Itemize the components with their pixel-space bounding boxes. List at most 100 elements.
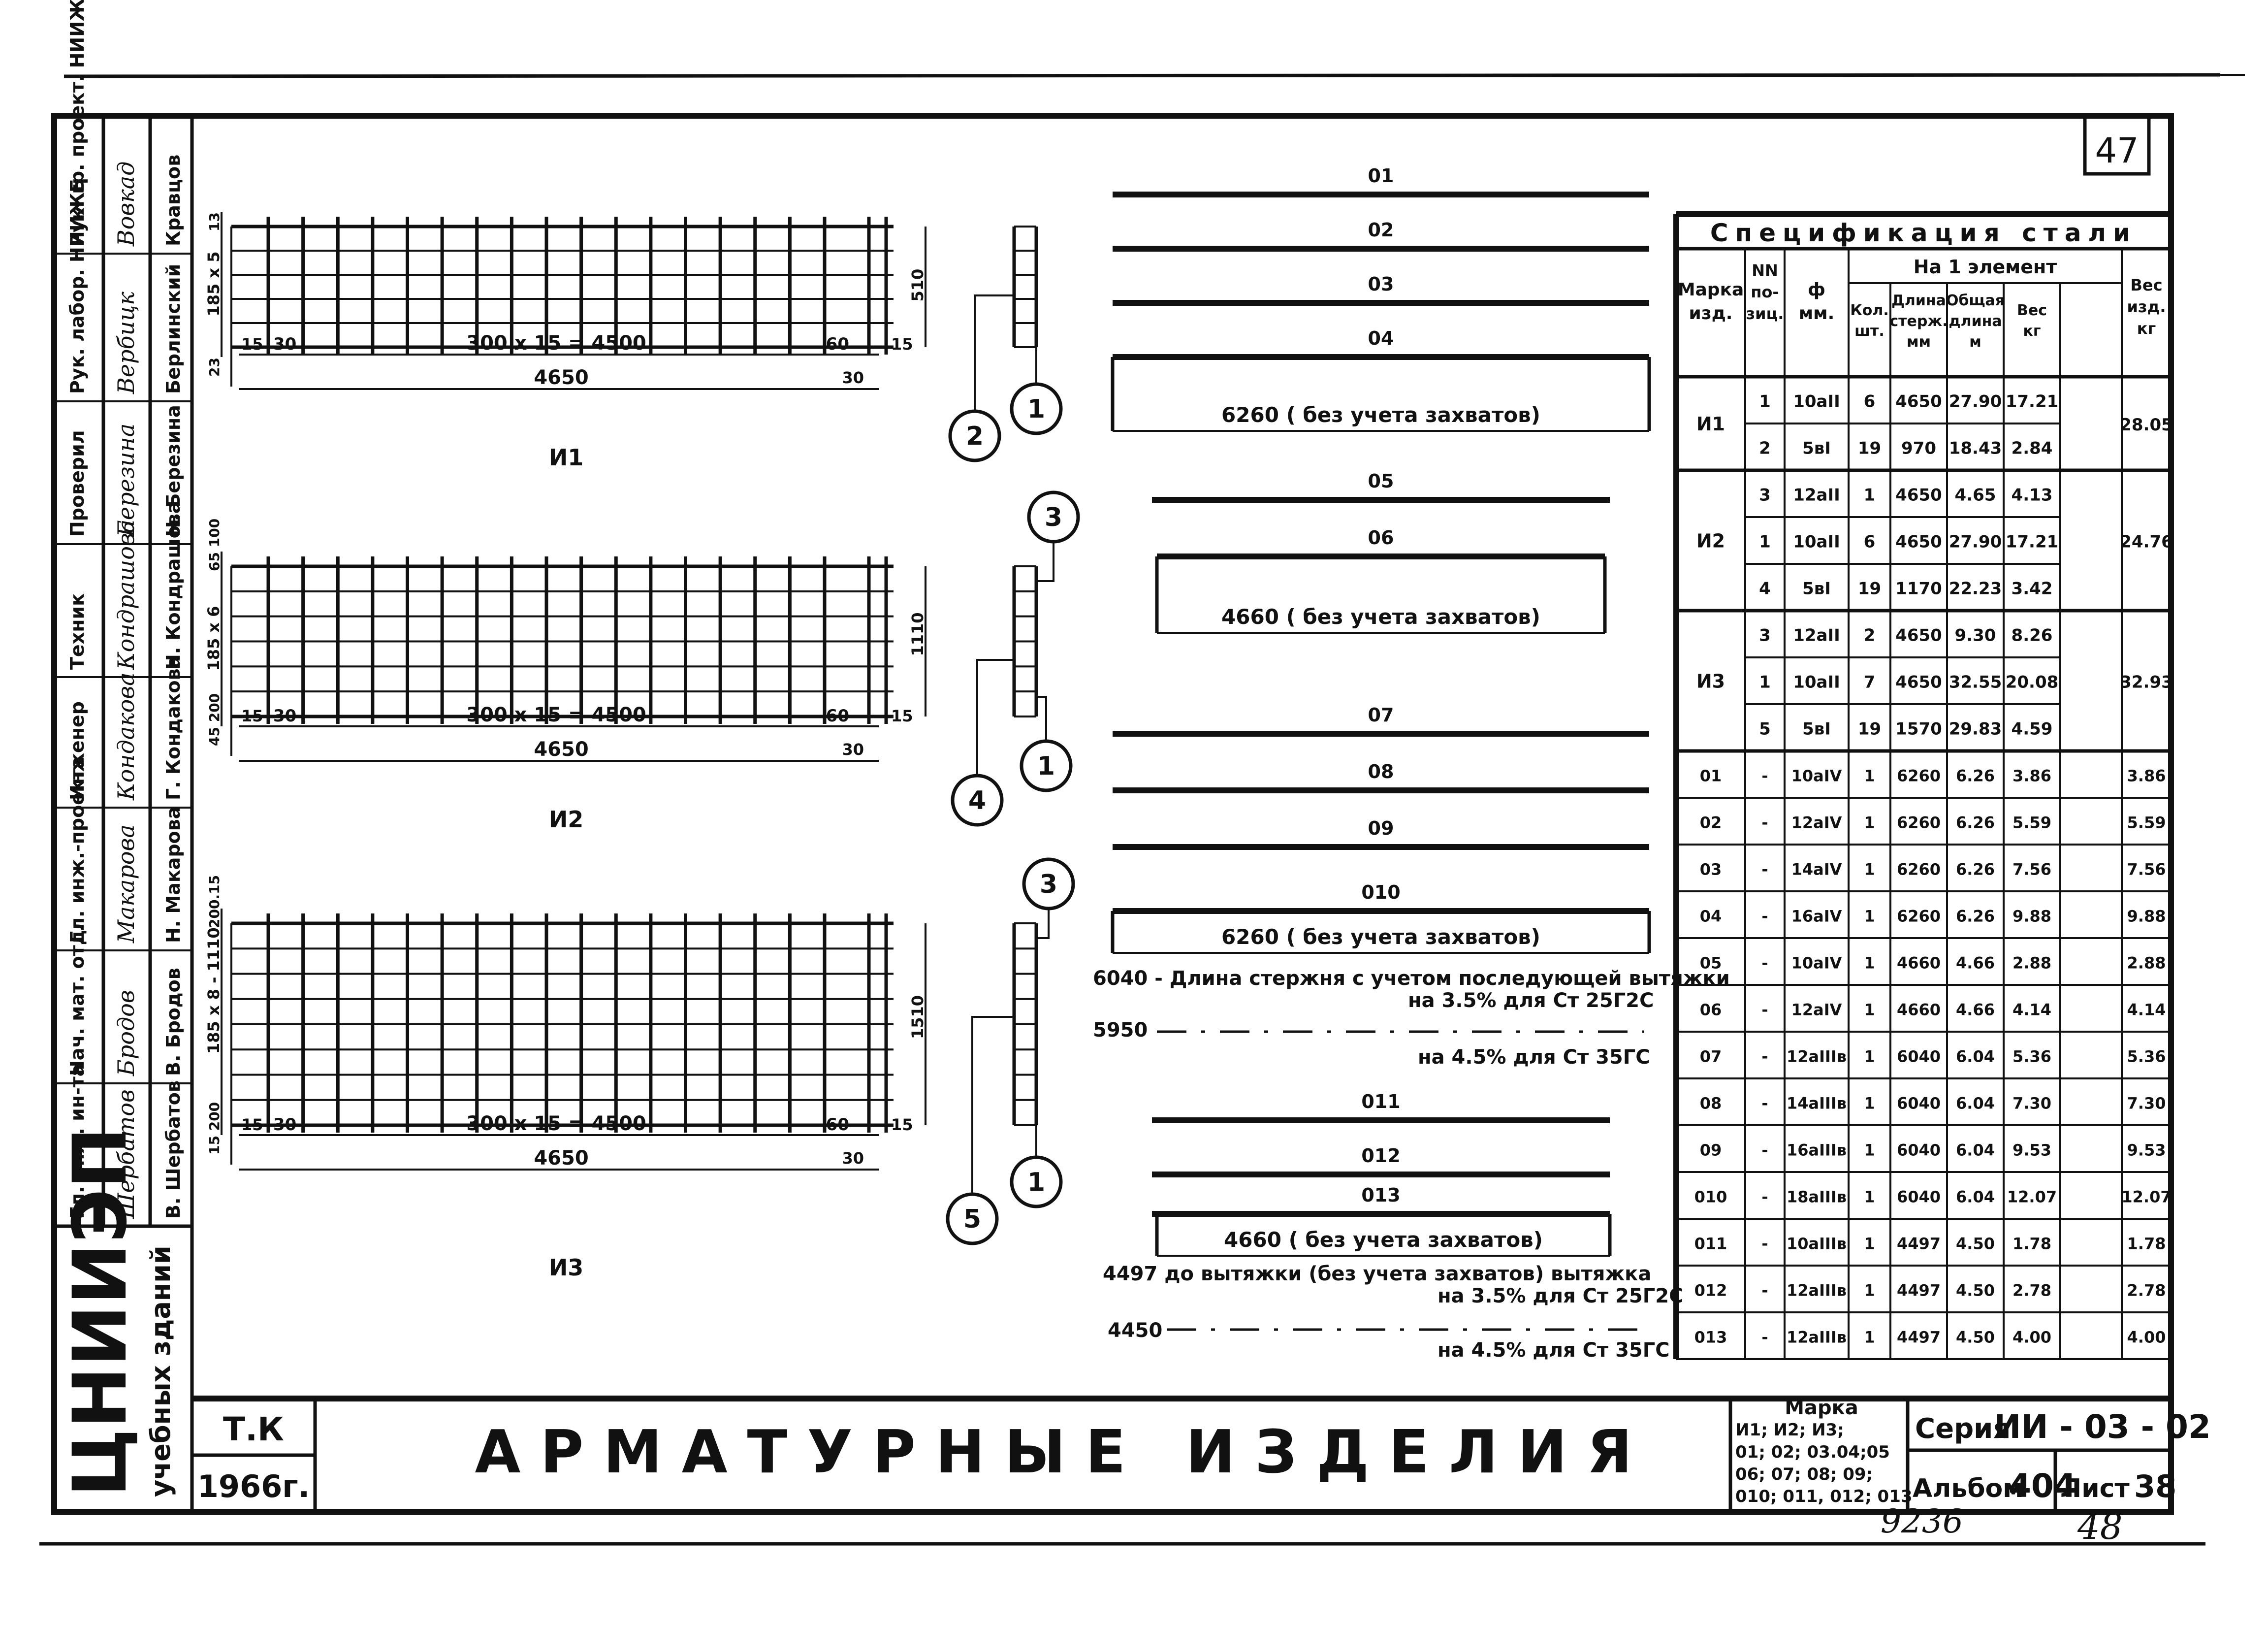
- spec-pos: -: [1761, 814, 1768, 832]
- spec-pos: -: [1761, 1328, 1768, 1347]
- spec-item-weight: 12.07: [2121, 1188, 2171, 1206]
- stamp-signature: Бродов: [113, 990, 139, 1076]
- stamp-role: Проверил: [66, 430, 88, 537]
- stamp-signature: Кондакова: [113, 672, 139, 801]
- spec-pos: 1: [1759, 673, 1771, 692]
- spec-item-weight: 2.88: [2127, 954, 2166, 973]
- album-label: Альбом: [1913, 1474, 2024, 1503]
- spec-pos: -: [1761, 1001, 1768, 1019]
- title-block: Т.К 1966г. АРМАТУРНЫЕ ИЗДЕЛИЯ Марка И1; …: [192, 1396, 2211, 1547]
- spec-header-len: мм: [1907, 333, 1931, 351]
- spec-pos: 2: [1759, 439, 1771, 458]
- top-trim-line: [64, 73, 2221, 78]
- frame-height: 1110: [908, 612, 927, 656]
- spec-len: 6040: [1897, 1188, 1941, 1206]
- frame-end-left: 30: [273, 334, 296, 354]
- spec-bar-mark: 07: [1700, 1047, 1722, 1066]
- spec-weight: 4.59: [2012, 719, 2053, 739]
- note2-line3: на 4.5% для Ст 35ГС: [1437, 1339, 1670, 1362]
- spec-qty: 7: [1864, 673, 1876, 692]
- spec-weight: 4.13: [2012, 486, 2053, 505]
- spec-weight: 2.84: [2012, 439, 2053, 458]
- position-callout-label: 4: [968, 786, 986, 815]
- spec-header-total: Общая: [1946, 292, 2005, 309]
- spec-diam: 5вI: [1802, 439, 1831, 458]
- spec-item-weight: 4.00: [2127, 1328, 2166, 1347]
- note1-dim: 5950: [1093, 1019, 1148, 1042]
- frame-edge-right: 15: [891, 707, 913, 725]
- frame-left-spacing: 185 x 8 - 1110: [204, 927, 223, 1054]
- spec-qty: 1: [1864, 1281, 1875, 1300]
- position-callout: [946, 1192, 999, 1245]
- spec-weight: 17.21: [2006, 532, 2059, 552]
- stamp-role: Рук. гр. проект. НИИЖБ: [66, 0, 88, 246]
- spec-diam: 5вI: [1802, 719, 1831, 739]
- spec-pos: 5: [1759, 719, 1771, 739]
- spec-diam: 12аIV: [1791, 1001, 1842, 1019]
- frame-left-spacing: 185 x 6: [204, 606, 223, 671]
- org-block: ЦНИИЭП учебных зданий: [51, 1127, 176, 1512]
- album-value: 404: [2009, 1467, 2076, 1505]
- note2-line2: на 3.5% для Ст 25Г2С: [1437, 1285, 1683, 1307]
- spec-total: 4.66: [1956, 1001, 1995, 1019]
- spec-weight: 2.78: [2012, 1281, 2051, 1300]
- spec-diam: 12аIIIв: [1787, 1281, 1847, 1300]
- spec-qty: 1: [1864, 1001, 1875, 1019]
- spec-diam: 10аIIIв: [1787, 1235, 1847, 1253]
- spec-total: 6.04: [1956, 1188, 1995, 1206]
- spec-pos: -: [1761, 1094, 1768, 1113]
- spec-qty: 19: [1858, 439, 1881, 458]
- spec-header-diam: ф: [1808, 280, 1825, 300]
- position-callout: [1010, 1155, 1063, 1208]
- spec-total: 18.43: [1949, 439, 2002, 458]
- spec-header-pos: зиц.: [1746, 304, 1784, 323]
- frame-pitch: 300 x 15 = 4500: [466, 704, 646, 726]
- spec-pos: -: [1761, 1281, 1768, 1300]
- steel-specification-table: Спецификация сталиМаркаизд.NNпо-зиц.фмм.…: [1673, 211, 2174, 1360]
- frame-end-left: 30: [273, 1115, 296, 1135]
- spec-header-qty: шт.: [1854, 323, 1885, 340]
- spec-total: 29.83: [1949, 719, 2002, 739]
- stamp-name: Н. Кондрашова: [162, 501, 184, 670]
- spec-total: 6.26: [1956, 767, 1995, 785]
- series-value: ИИ - 03 - 02: [1994, 1408, 2211, 1446]
- spec-header-total: м: [1969, 333, 1981, 351]
- bar-012: 012: [1152, 1145, 1610, 1177]
- spec-len: 6260: [1897, 907, 1941, 926]
- marks-line-3: 06; 07; 08; 09;: [1735, 1465, 1873, 1484]
- stamp-role: Нач. мат. отд.: [66, 923, 88, 1076]
- spec-weight: 4.14: [2012, 1001, 2051, 1019]
- position-callout: [1022, 857, 1075, 911]
- spec-pos: 1: [1759, 532, 1771, 552]
- spec-pos: -: [1761, 1235, 1768, 1253]
- frame-left-top: 200.15: [206, 875, 223, 928]
- spec-qty: 19: [1858, 579, 1881, 599]
- spec-qty: 1: [1864, 1141, 1875, 1160]
- spec-diam: 18аIIIв: [1787, 1188, 1847, 1206]
- spec-len: 6040: [1897, 1094, 1941, 1113]
- spec-len: 4497: [1897, 1328, 1941, 1347]
- frame-height: 1510: [908, 995, 927, 1039]
- frame-left-top: 13: [206, 212, 223, 231]
- spec-diam: 10аIV: [1791, 767, 1842, 785]
- bar-mark: 03: [1368, 273, 1394, 295]
- spec-bar-mark: 05: [1700, 954, 1722, 973]
- bar-mark: 01: [1368, 165, 1394, 187]
- position-callout-label: 5: [963, 1205, 981, 1234]
- spec-qty: 1: [1864, 1235, 1875, 1253]
- frame-edge-right: 15: [891, 1115, 913, 1134]
- spec-diam: 12аIIIв: [1787, 1328, 1847, 1347]
- frame-end-right: 60: [826, 706, 849, 726]
- spec-weight: 4.00: [2012, 1328, 2051, 1347]
- note1-line3: на 4.5% для Ст 35ГС: [1418, 1046, 1650, 1069]
- spec-diam: 12аIIIв: [1787, 1047, 1847, 1066]
- spec-group-mark: И3: [1696, 671, 1725, 692]
- position-callout-label: 1: [1027, 1168, 1045, 1197]
